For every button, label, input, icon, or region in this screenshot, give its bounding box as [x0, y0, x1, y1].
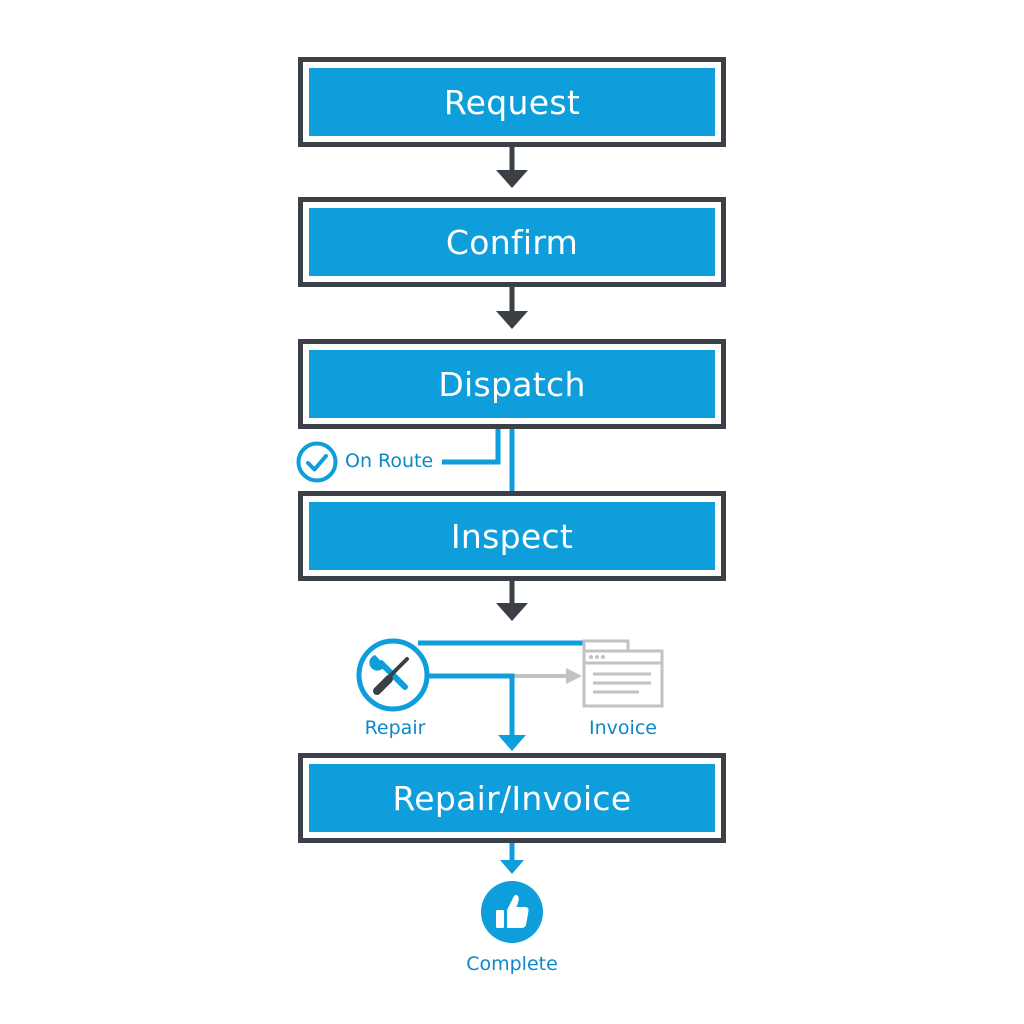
- step-repair-invoice: Repair/Invoice: [298, 753, 726, 843]
- connector-repair-invoice: [418, 640, 598, 751]
- step-request: Request: [298, 57, 726, 147]
- arrow-inspect-branch: [496, 581, 528, 621]
- check-circle-icon: [296, 441, 338, 483]
- step-label: Repair/Invoice: [309, 764, 715, 832]
- complete-label: Complete: [466, 953, 558, 975]
- arrow-to-complete: [500, 842, 524, 874]
- step-label: Inspect: [309, 502, 715, 570]
- step-label: Confirm: [309, 208, 715, 276]
- connector-dispatch-inspect: [442, 428, 515, 493]
- repair-label: Repair: [364, 717, 426, 739]
- thumbs-up-icon: [481, 881, 543, 943]
- step-inspect: Inspect: [298, 491, 726, 581]
- wrench-screwdriver-icon: [356, 638, 430, 712]
- step-dispatch: Dispatch: [298, 339, 726, 429]
- step-label: Dispatch: [309, 350, 715, 418]
- step-label: Request: [309, 68, 715, 136]
- step-confirm: Confirm: [298, 197, 726, 287]
- arrow-confirm-dispatch: [496, 287, 528, 329]
- on-route-label: On Route: [345, 450, 434, 472]
- invoice-window-icon: [582, 639, 664, 708]
- arrow-request-confirm: [496, 146, 528, 188]
- invoice-label: Invoice: [589, 717, 657, 739]
